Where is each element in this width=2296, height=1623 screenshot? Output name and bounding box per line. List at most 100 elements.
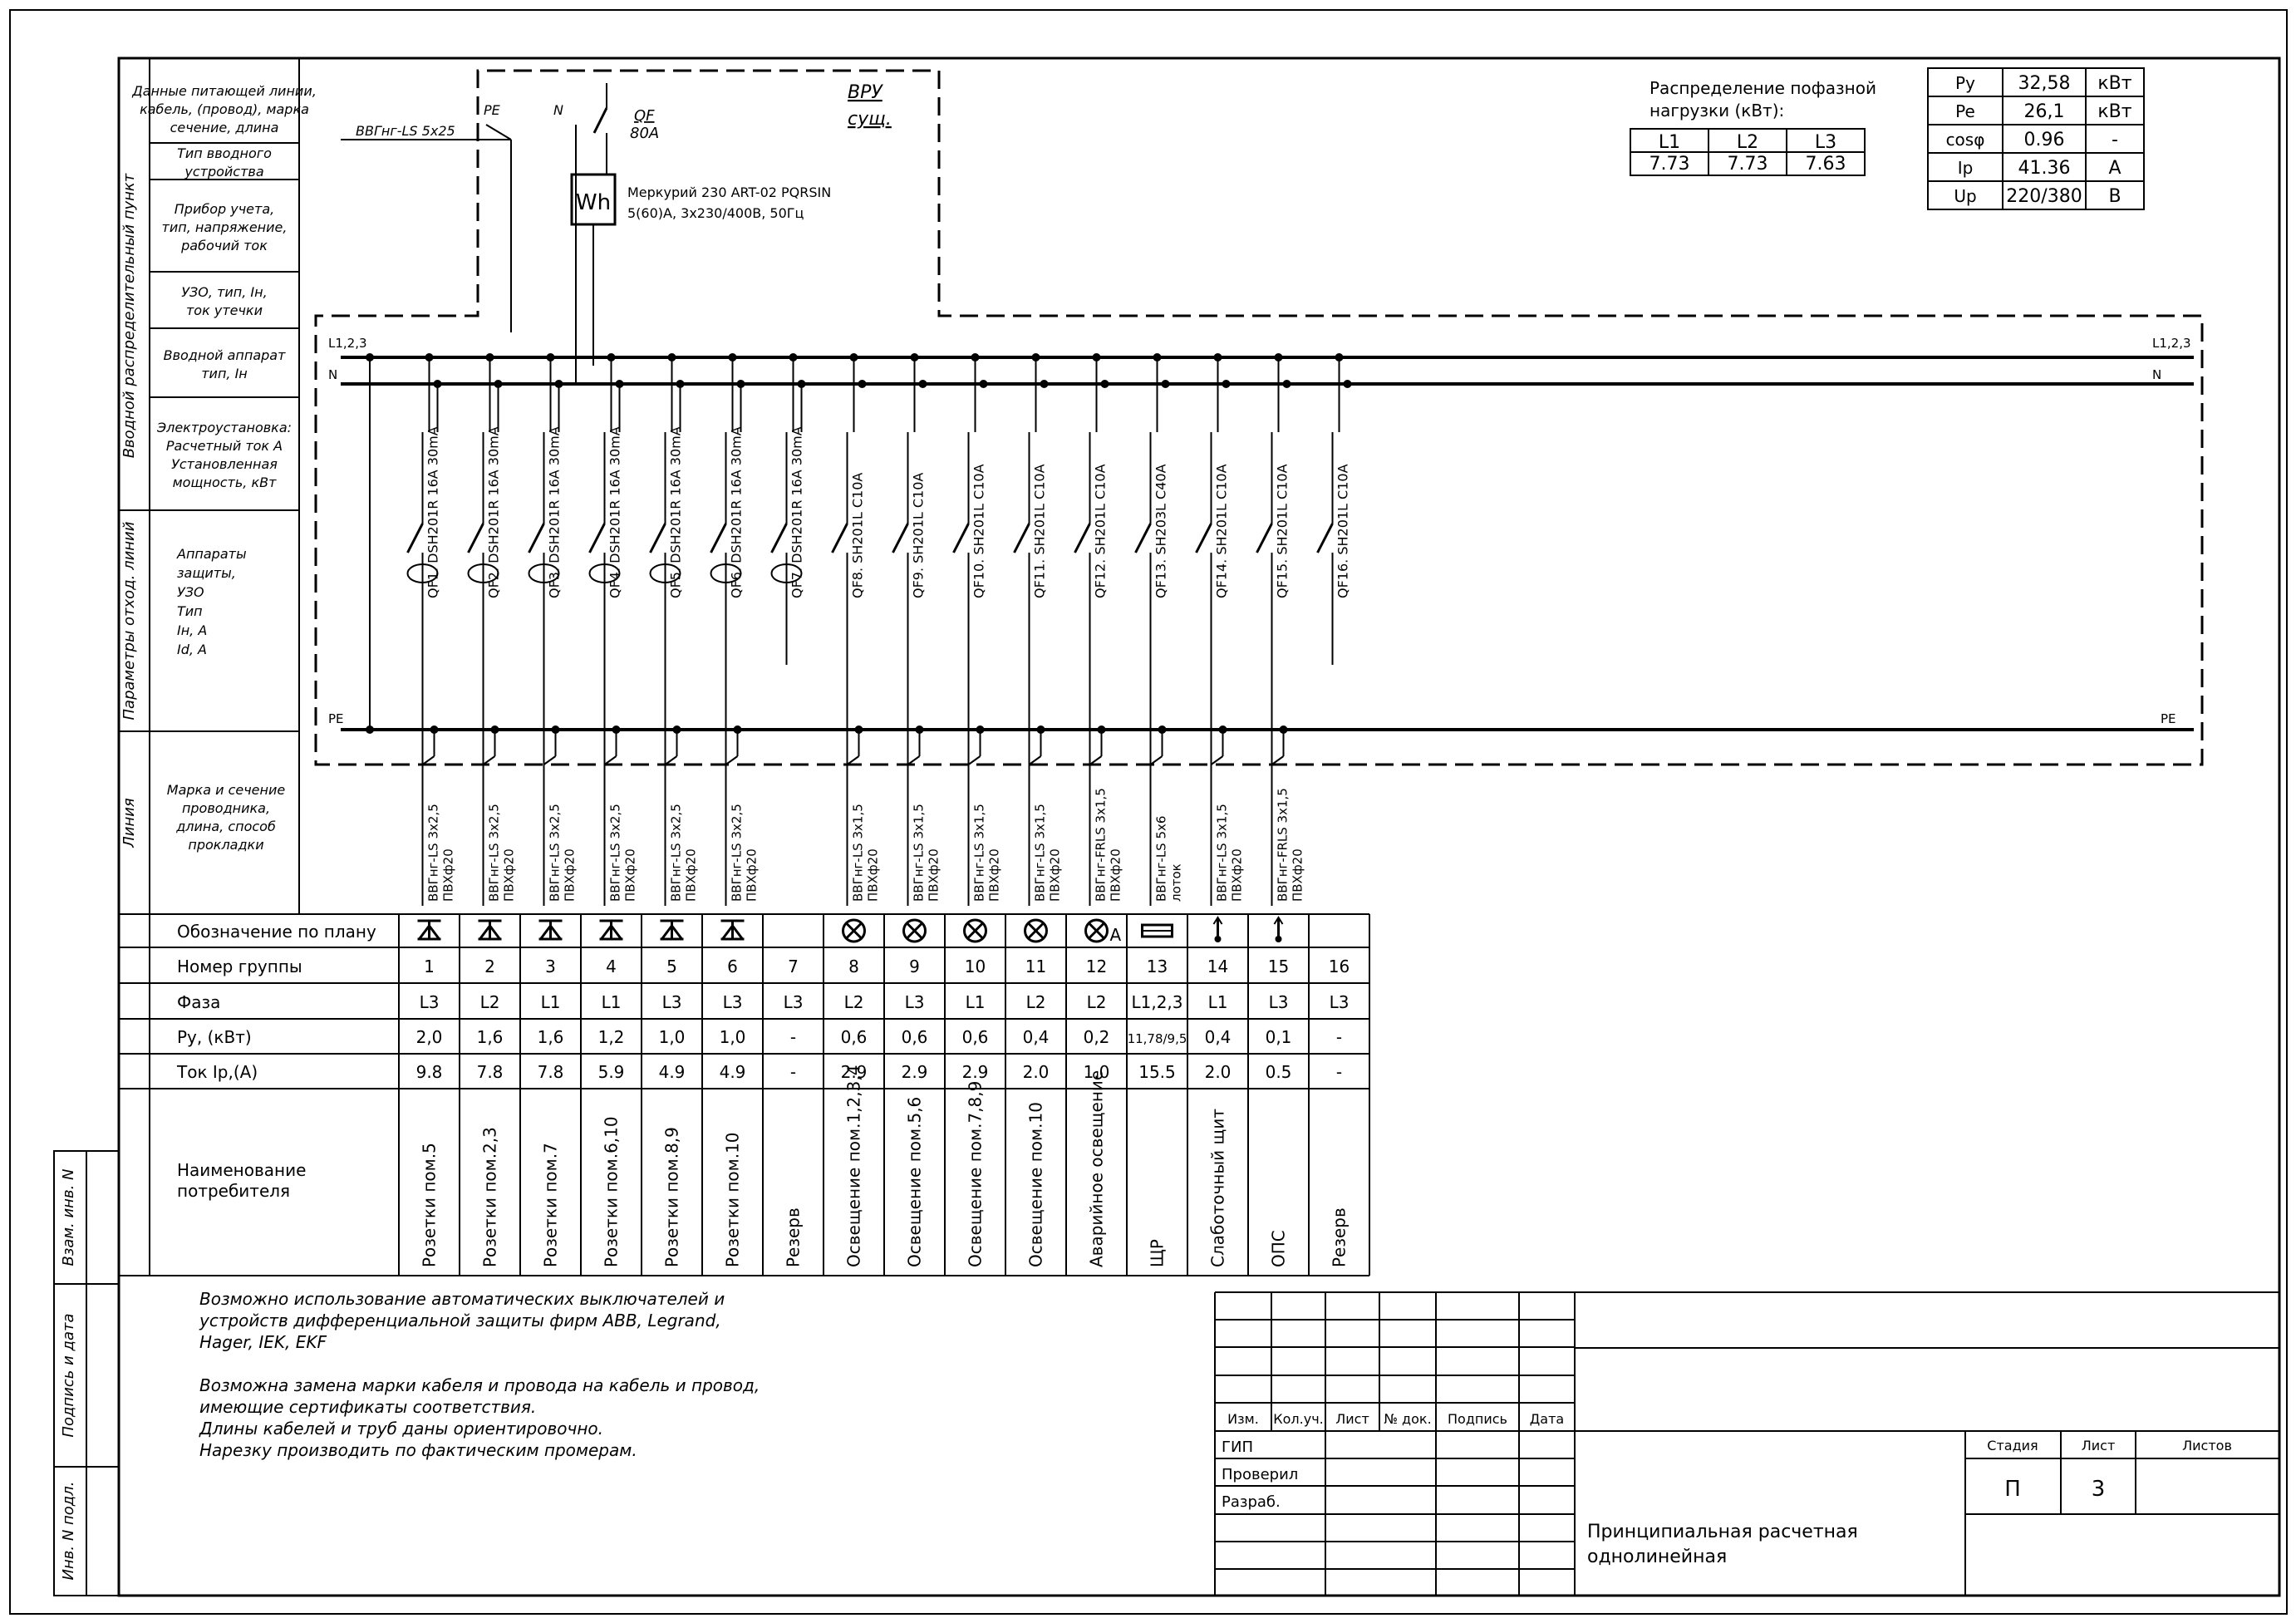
stamp-label: Взам. инв. N bbox=[60, 1169, 77, 1266]
summary-unit: кВт bbox=[2097, 73, 2131, 94]
wire-line bbox=[592, 107, 608, 134]
lamp-icon bbox=[842, 918, 866, 943]
consumer-name: Розетки пом.8,9 bbox=[662, 1127, 682, 1267]
junction-dot bbox=[607, 353, 616, 361]
socket-icon bbox=[599, 919, 623, 941]
protection-label: защиты, bbox=[177, 565, 236, 581]
protection-label: Тип bbox=[177, 603, 203, 619]
phase-cell: L3 bbox=[662, 992, 682, 1012]
ip-cell: 1.0 bbox=[1084, 1062, 1110, 1082]
consumer-name: Резерв bbox=[784, 1207, 804, 1267]
py-cell: 0,4 bbox=[1205, 1027, 1232, 1047]
wire-line bbox=[588, 523, 606, 553]
junction-dot bbox=[1282, 380, 1291, 388]
note-line: имеющие сертификаты соответствия. bbox=[199, 1397, 536, 1417]
vertical-section-label: Вводной распределительный пункт bbox=[120, 173, 138, 458]
socket-icon bbox=[478, 919, 502, 941]
title-block-role: Проверил bbox=[1222, 1466, 1298, 1483]
rcd-sensor-icon bbox=[710, 563, 742, 583]
group-number: 14 bbox=[1207, 957, 1228, 976]
consumer-name: Аварийное освещение bbox=[1087, 1070, 1107, 1267]
cable-label: ВВГнг-LS 3х2,5 bbox=[548, 804, 563, 902]
wire-line bbox=[846, 755, 860, 765]
summary-label: Up bbox=[1954, 186, 1976, 206]
rcd-sensor-icon bbox=[588, 563, 621, 583]
ip-cell: - bbox=[1336, 1062, 1342, 1082]
cable-label: ВВГнг-FRLS 3х1,5 bbox=[1094, 788, 1109, 902]
input-breaker-label: Вводной аппарат bbox=[164, 347, 286, 363]
junction-dot bbox=[554, 380, 563, 388]
wire-line bbox=[482, 755, 496, 765]
group-number: 13 bbox=[1147, 957, 1168, 976]
junction-dot bbox=[728, 353, 737, 361]
junction-dot bbox=[736, 380, 745, 388]
phase-cell: L1 bbox=[541, 992, 561, 1012]
phase-header: L2 bbox=[1737, 132, 1758, 153]
junction-dot bbox=[1036, 725, 1045, 734]
cable-label: ВВГнг-LS 3х1,5 bbox=[972, 804, 987, 902]
group-number: 10 bbox=[965, 957, 986, 976]
junction-dot bbox=[976, 725, 985, 734]
group-number: 7 bbox=[788, 957, 799, 976]
phase-cell: L1,2,3 bbox=[1131, 992, 1182, 1012]
py-cell: - bbox=[790, 1027, 796, 1047]
note-line: Возможна замена марки кабеля и провода н… bbox=[199, 1375, 760, 1395]
group-number: 2 bbox=[484, 957, 495, 976]
breaker-label: QF2. DSH201R 16A 30mA bbox=[486, 426, 502, 598]
junction-dot bbox=[971, 353, 980, 361]
cable-sub-label: ПВХф20 bbox=[684, 848, 699, 902]
breaker-label: QF12. SH201L C10A bbox=[1093, 464, 1109, 598]
junction-dot bbox=[858, 380, 867, 388]
group-number: 6 bbox=[727, 957, 738, 976]
title-block-col: № док. bbox=[1384, 1411, 1431, 1427]
breaker-label: QF7. DSH201R 16A 30mA bbox=[789, 426, 805, 598]
summary-label: Pe bbox=[1955, 101, 1975, 121]
junction-dot bbox=[1097, 725, 1106, 734]
protection-label: Аппараты bbox=[176, 546, 247, 562]
installation-label: Расчетный ток А bbox=[166, 438, 283, 454]
cable-label: ВВГнг-LS 3х1,5 bbox=[1215, 804, 1230, 902]
wire-line bbox=[770, 523, 788, 553]
row-label-name: потребителя bbox=[177, 1181, 290, 1201]
junction-dot bbox=[1274, 353, 1283, 361]
stamp-label: Инв. N подл. bbox=[60, 1482, 77, 1581]
wire-line bbox=[543, 755, 557, 765]
wire-line bbox=[528, 523, 545, 553]
phase-value: 7.73 bbox=[1728, 154, 1768, 175]
breaker-label: QF5. DSH201R 16A 30mA bbox=[668, 426, 684, 598]
consumer-name: ЩР bbox=[1148, 1239, 1168, 1267]
consumer-name: Розетки пом.5 bbox=[420, 1143, 440, 1267]
lamp-icon bbox=[1024, 918, 1048, 943]
consumer-name: Освещение пом.5,6 bbox=[905, 1097, 925, 1267]
summary-unit: кВт bbox=[2097, 101, 2131, 122]
phase-cell: L1 bbox=[1208, 992, 1228, 1012]
py-cell: 2,0 bbox=[416, 1027, 443, 1047]
phase-cell: L1 bbox=[602, 992, 622, 1012]
meter-label: тип, напряжение, bbox=[162, 219, 288, 235]
cable-label: ВВГнг-LS 3х2,5 bbox=[730, 804, 745, 902]
group-number: 5 bbox=[666, 957, 677, 976]
py-cell: 1,6 bbox=[477, 1027, 504, 1047]
note-line: устройств дифференциальной защиты фирм A… bbox=[199, 1311, 721, 1330]
wire-line bbox=[892, 523, 909, 553]
rcd-sensor-icon bbox=[770, 563, 803, 583]
junction-dot bbox=[854, 725, 863, 734]
phase-cell: L3 bbox=[1330, 992, 1350, 1012]
icon-stroke bbox=[1027, 922, 1045, 940]
input-breaker-label: тип, Iн bbox=[201, 366, 248, 381]
group-number: 11 bbox=[1025, 957, 1046, 976]
title-block-role: Разраб. bbox=[1222, 1493, 1281, 1511]
row-label-plan: Обозначение по плану bbox=[177, 922, 376, 942]
junction-dot bbox=[667, 353, 676, 361]
consumer-name: Розетки пом.6,10 bbox=[602, 1116, 622, 1267]
cable-sub-label: ПВХф20 bbox=[927, 848, 942, 902]
meter-spec: 5(60)А, 3х230/400В, 50Гц bbox=[627, 205, 804, 221]
bus-pe-label-right: PE bbox=[2161, 711, 2176, 726]
junction-dot bbox=[1040, 380, 1049, 388]
junction-dot bbox=[366, 353, 374, 361]
summary-unit: - bbox=[2112, 130, 2118, 150]
ip-cell: 2.9 bbox=[902, 1062, 928, 1082]
breaker-label: QF11. SH201L C10A bbox=[1032, 464, 1048, 598]
low-current-icon bbox=[1273, 916, 1284, 942]
bus-n-label: N bbox=[328, 367, 337, 382]
